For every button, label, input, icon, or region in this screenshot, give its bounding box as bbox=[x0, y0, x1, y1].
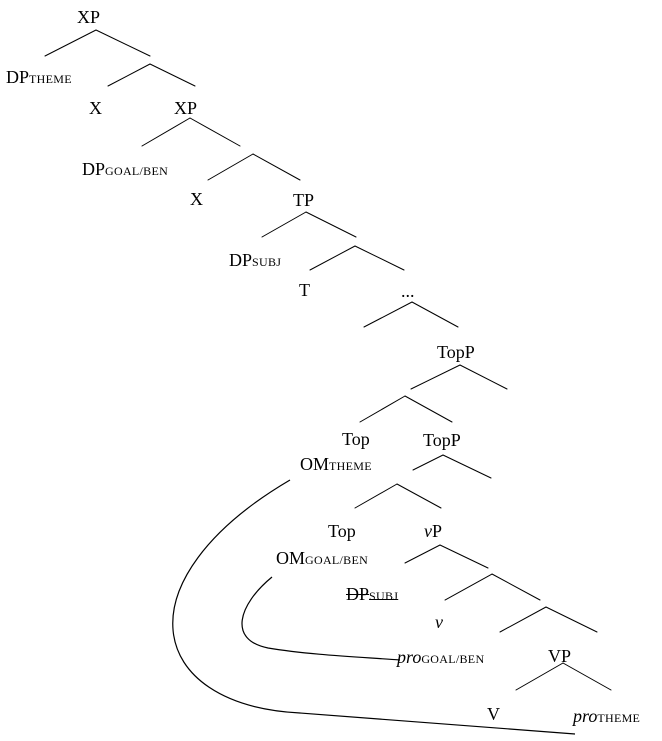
movement-arc-theme bbox=[172, 479, 576, 735]
branch bbox=[411, 301, 459, 328]
branch bbox=[354, 483, 398, 509]
branch bbox=[444, 573, 493, 601]
node-dp-goal-ben: DPGOAL/BEN bbox=[82, 159, 169, 179]
node-x-2: X bbox=[190, 189, 203, 209]
node-little-vp: vP bbox=[424, 521, 443, 541]
branch bbox=[44, 29, 97, 57]
node-ellipsis: ... bbox=[401, 281, 415, 301]
movement-arc-goal bbox=[241, 576, 401, 661]
branch bbox=[107, 63, 151, 87]
branch bbox=[309, 245, 356, 271]
node-om-theme: OMTHEME bbox=[300, 454, 372, 474]
node-little-v: v bbox=[435, 612, 443, 632]
node-dp-theme: DPTHEME bbox=[6, 67, 72, 87]
branch bbox=[359, 395, 406, 423]
node-topp-1: TopP bbox=[437, 342, 475, 362]
node-vp: VP bbox=[548, 646, 572, 666]
branch bbox=[442, 454, 492, 479]
branch bbox=[189, 117, 241, 147]
branch bbox=[545, 606, 598, 633]
node-topp-2: TopP bbox=[423, 430, 461, 450]
branch bbox=[562, 662, 612, 691]
branch bbox=[439, 544, 489, 569]
branch bbox=[261, 211, 307, 238]
branch bbox=[459, 364, 508, 390]
node-t: T bbox=[299, 280, 310, 300]
node-xp-2: XP bbox=[174, 98, 198, 118]
node-dp-subj: DPSUBJ bbox=[229, 250, 282, 270]
branch bbox=[252, 153, 301, 181]
node-tp: TP bbox=[293, 190, 315, 210]
branch bbox=[515, 662, 564, 691]
node-pro-goal-ben: proGOAL/BEN bbox=[397, 647, 485, 667]
branch bbox=[404, 395, 453, 423]
branch bbox=[491, 573, 541, 601]
node-dp-subj-trace: DPSUBJ bbox=[346, 584, 399, 604]
branch bbox=[141, 117, 191, 147]
branch bbox=[404, 544, 441, 564]
branch bbox=[412, 454, 444, 471]
branch bbox=[354, 245, 405, 271]
branch bbox=[149, 63, 196, 87]
branch bbox=[305, 211, 357, 238]
branch bbox=[499, 606, 547, 633]
branch bbox=[95, 29, 151, 57]
node-top-2: Top bbox=[328, 521, 356, 541]
node-top-1: Top bbox=[342, 429, 370, 449]
node-xp-top: XP bbox=[77, 7, 101, 27]
node-om-goal-ben: OMGOAL/BEN bbox=[276, 548, 369, 568]
node-x-1: X bbox=[89, 98, 102, 118]
branch bbox=[410, 364, 461, 390]
branch bbox=[363, 301, 413, 328]
node-pro-theme: proTHEME bbox=[573, 706, 641, 726]
branch bbox=[207, 153, 254, 181]
branch bbox=[396, 483, 442, 509]
node-v-verb: V bbox=[487, 704, 500, 724]
